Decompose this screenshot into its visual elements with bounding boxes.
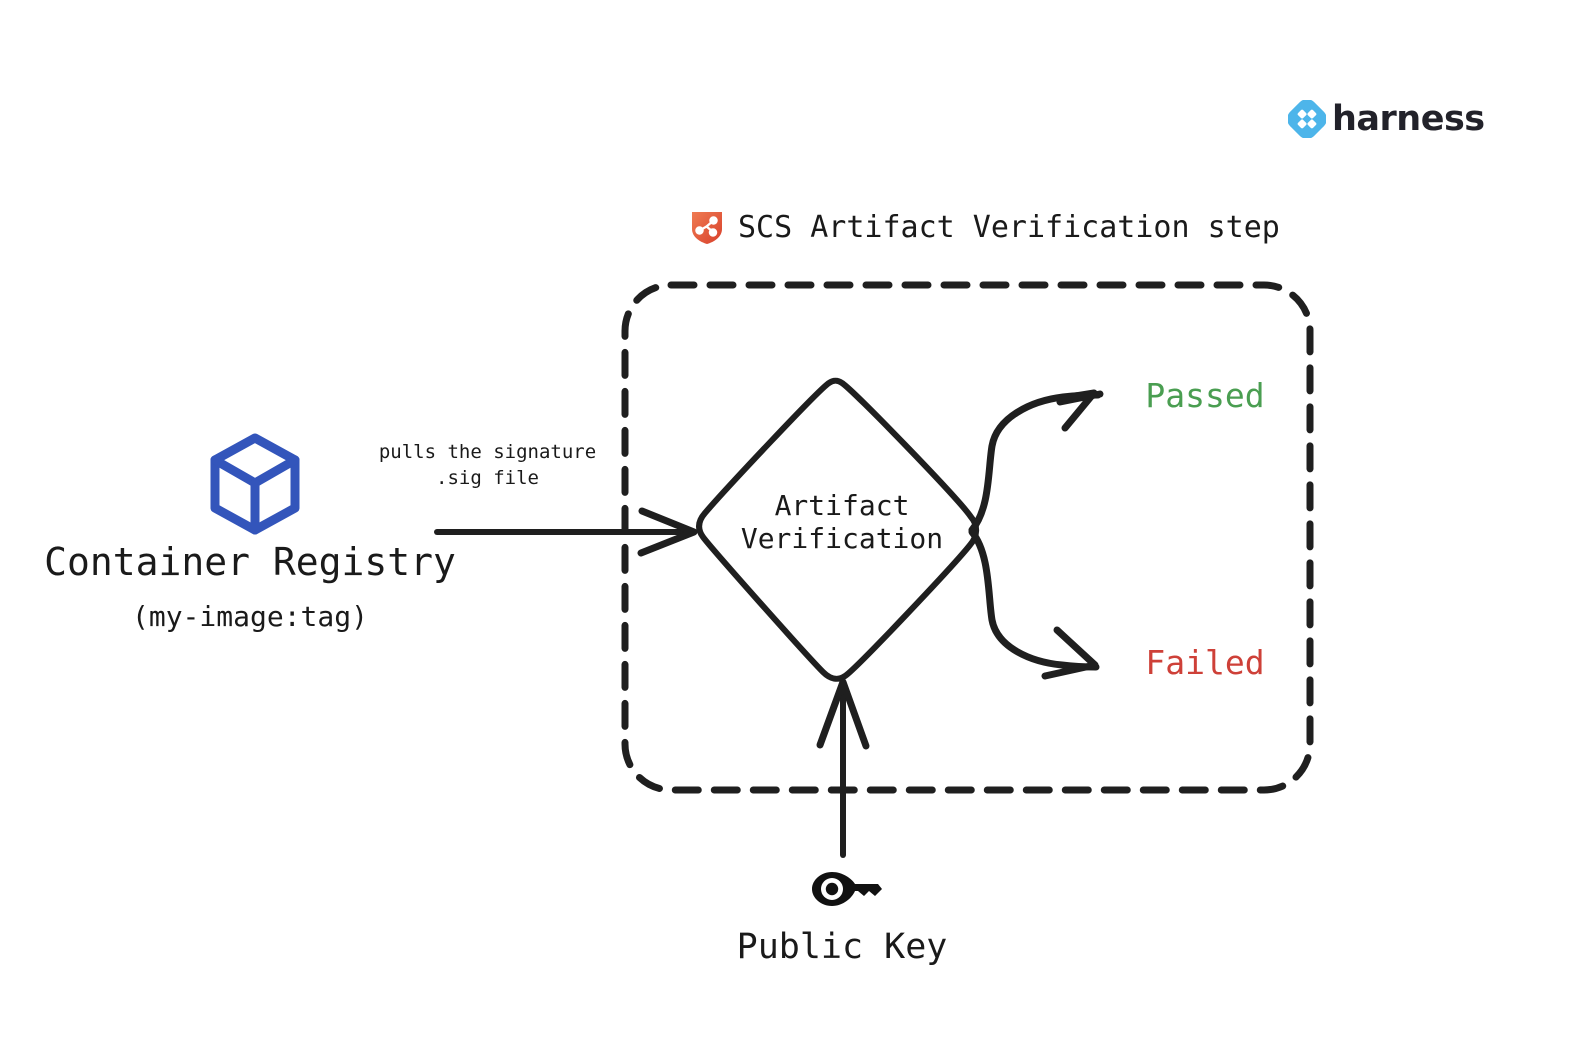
scs-step-title-text: SCS Artifact Verification step bbox=[738, 210, 1280, 245]
artifact-verification-diamond bbox=[696, 377, 980, 682]
edge-label-line-2: .sig file bbox=[436, 466, 539, 489]
container-cube-icon bbox=[207, 432, 303, 540]
edge-label-line-1: pulls the signature bbox=[378, 441, 597, 463]
artifact-verification-label: Artifact Verification bbox=[707, 489, 977, 555]
harness-wordmark: harness bbox=[1332, 98, 1485, 139]
edge-verification-passed bbox=[968, 389, 1104, 534]
harness-diamond-logo-icon bbox=[1288, 100, 1326, 138]
outcome-failed-label: Failed bbox=[1145, 643, 1265, 682]
container-registry-title: Container Registry bbox=[44, 540, 456, 584]
public-key-label: Public Key bbox=[736, 927, 948, 967]
artifact-verification-line-1: Artifact bbox=[774, 489, 910, 522]
outcome-passed-label: Passed bbox=[1145, 376, 1265, 415]
key-icon bbox=[812, 866, 882, 916]
scs-step-title-group: SCS Artifact Verification step bbox=[690, 210, 1280, 246]
scs-step-boundary bbox=[621, 281, 1314, 794]
artifact-verification-line-2: Verification bbox=[740, 522, 944, 556]
edge-registry-to-verification bbox=[434, 507, 698, 557]
edge-key-to-verification bbox=[816, 678, 870, 858]
edge-verification-failed bbox=[968, 528, 1100, 680]
edge-label-pulls-signature: pulls the signature .sig file bbox=[355, 440, 620, 491]
harness-brand: harness bbox=[1288, 100, 1485, 138]
scs-shield-icon bbox=[692, 212, 722, 244]
container-registry-subtitle: (my-image:tag) bbox=[131, 600, 368, 633]
